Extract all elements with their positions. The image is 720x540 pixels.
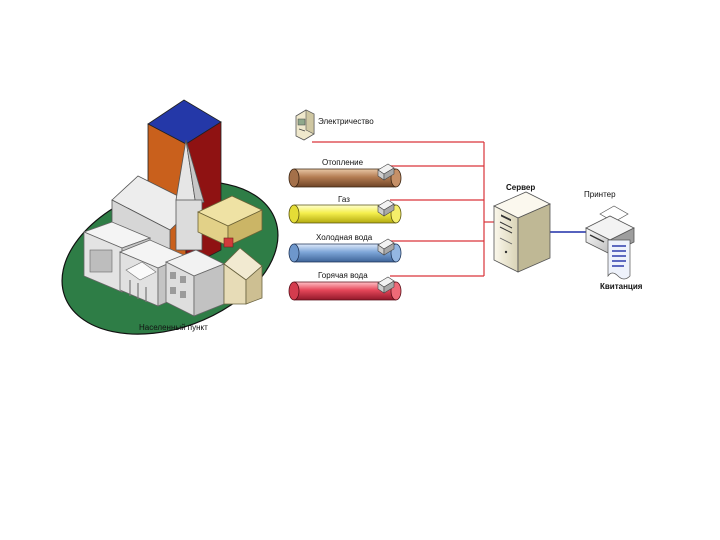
server-icon xyxy=(493,191,551,273)
cold-water-label: Холодная вода xyxy=(316,233,373,242)
pipe-meter-icon xyxy=(377,163,395,181)
cold-water-pipe xyxy=(288,238,402,263)
pipe-meter-icon xyxy=(377,238,395,256)
heating-label: Отопление xyxy=(322,158,364,167)
hot-water-pipe xyxy=(288,276,402,301)
receipt-label: Квитанция xyxy=(600,282,643,291)
pipe-meter-icon xyxy=(377,199,395,217)
electricity-meter-icon xyxy=(295,109,315,141)
signal-wires xyxy=(312,141,496,277)
printer-label: Принтер xyxy=(584,190,616,199)
pipe-meter-icon xyxy=(377,276,395,294)
hot-water-label: Горячая вода xyxy=(318,271,368,280)
server-label: Сервер xyxy=(506,183,536,192)
settlement-icon xyxy=(61,99,279,335)
electricity-label: Электричество xyxy=(318,117,374,126)
printer-icon xyxy=(585,205,635,255)
settlement-label: Населенный пункт xyxy=(139,323,208,332)
receipt-icon xyxy=(607,239,631,280)
heating-pipe xyxy=(288,163,402,188)
gas-label: Газ xyxy=(338,195,350,204)
gas-pipe xyxy=(288,199,402,224)
